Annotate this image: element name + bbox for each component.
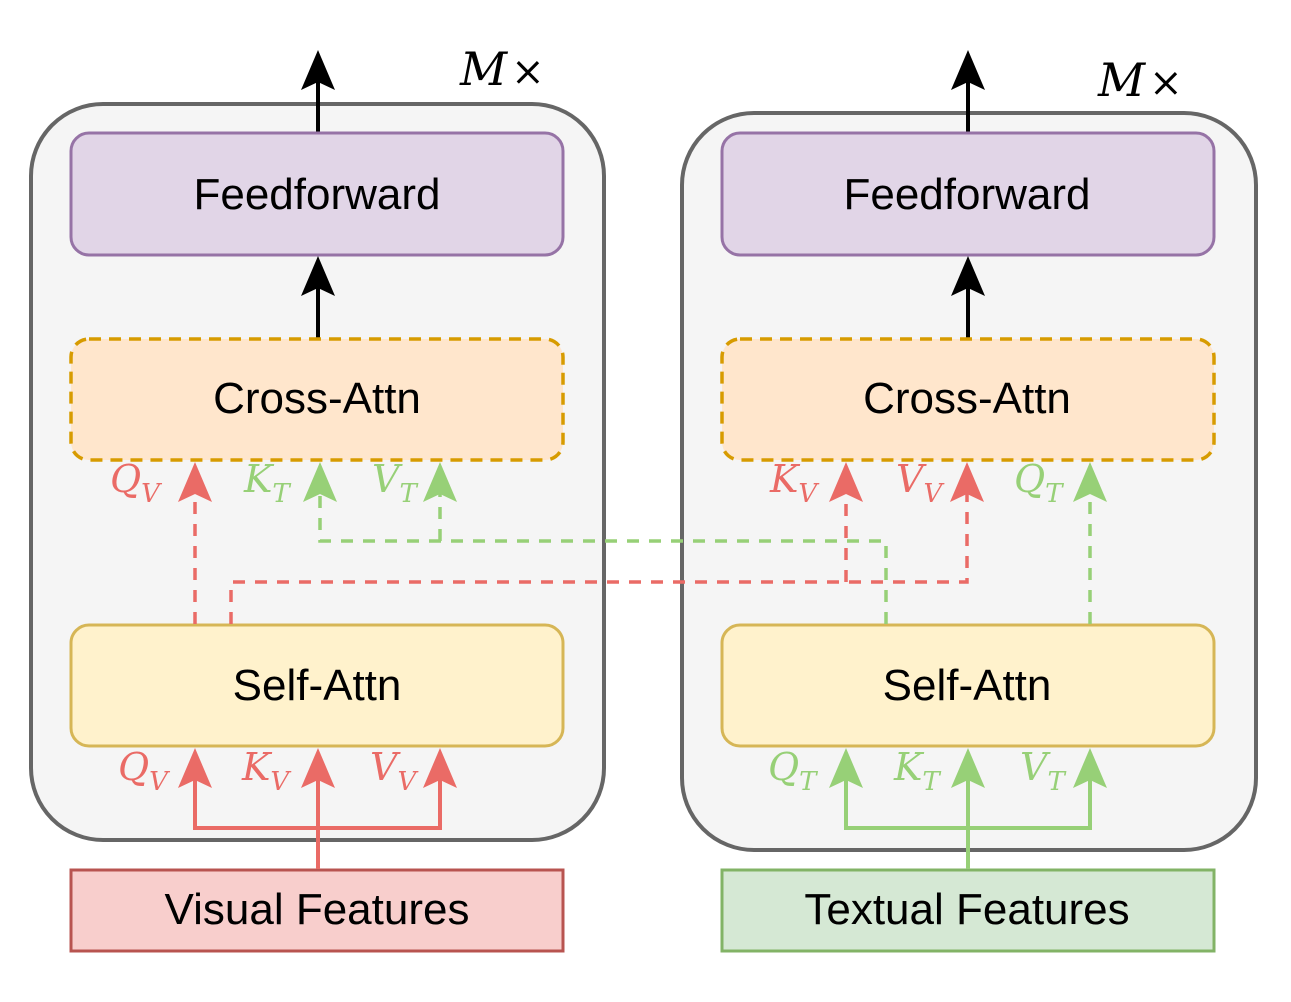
textual-kv-to-visual-cross-connector	[303, 462, 888, 624]
textual-cross-input-label: QT	[1014, 457, 1064, 509]
visual-feedforward-box	[69, 131, 565, 257]
textual-output-arrow	[951, 50, 985, 132]
visual-output-arrow	[301, 50, 335, 132]
visual-cross-attn-label: Cross-Attn	[213, 374, 421, 423]
visual-self-input-label: QV	[118, 745, 170, 797]
visual-cross-attn-box	[69, 337, 565, 462]
textual-cross-attn-box	[720, 337, 1216, 462]
visual-cross-input-label: QV	[110, 457, 162, 509]
textual-self-input-label: KT	[893, 745, 941, 797]
visual-kv-to-textual-cross-connector	[229, 462, 984, 624]
visual-cross-to-ff-arrow	[301, 256, 335, 338]
textual-self-input-label: QT	[768, 745, 818, 797]
textual-repeat-label: M×	[1097, 53, 1183, 107]
textual-self-input-label: VT	[1020, 745, 1066, 797]
visual-self-attn-label: Self-Attn	[233, 661, 402, 710]
textual-cross-attn-label: Cross-Attn	[863, 374, 1071, 423]
visual-q-to-visual-cross-connector	[178, 462, 212, 624]
visual-self-input-label: KV	[241, 745, 291, 797]
textual-self-attn-label: Self-Attn	[883, 661, 1052, 710]
visual-features-label: Visual Features	[165, 885, 470, 934]
visual-self-input-connector	[178, 748, 457, 869]
visual-cross-input-label: VT	[372, 457, 418, 509]
textual-feedforward-box	[720, 131, 1216, 257]
visual-feedforward-label: Feedforward	[193, 170, 440, 219]
visual-cross-input-label: KT	[243, 457, 291, 509]
textual-feedforward-label: Feedforward	[843, 170, 1090, 219]
textual-self-input-connector	[829, 748, 1107, 869]
visual-features-box	[69, 868, 565, 953]
textual-cross-input-label: VV	[896, 457, 944, 509]
textual-cross-to-ff-arrow	[951, 256, 985, 338]
visual-self-attn-box	[69, 623, 565, 748]
textual-self-attn-box	[720, 623, 1216, 748]
textual-q-to-textual-cross-connector	[1073, 462, 1107, 624]
visual-repeat-label: M×	[459, 42, 545, 96]
textual-features-box	[720, 868, 1216, 953]
textual-features-label: Textual Features	[804, 885, 1129, 934]
visual-self-input-label: VV	[370, 745, 418, 797]
textual-cross-input-label: KV	[769, 457, 819, 509]
